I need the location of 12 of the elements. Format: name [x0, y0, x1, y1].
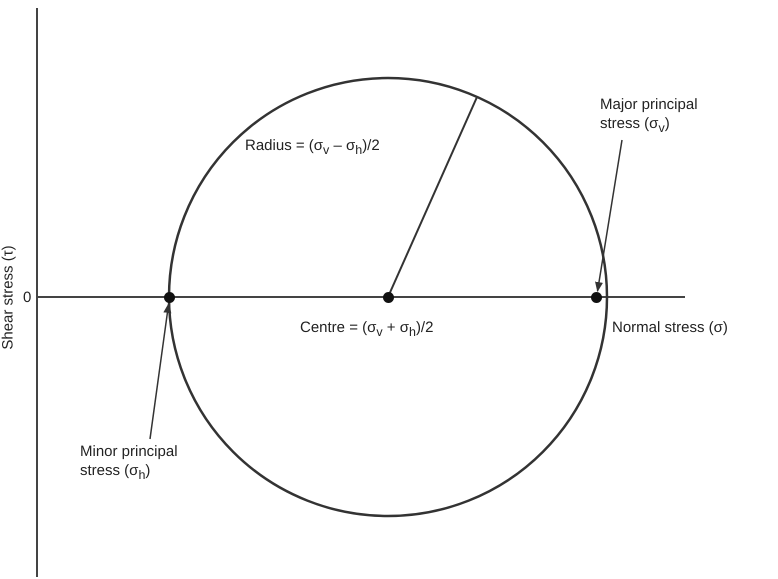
formula-label: Centre = (σ$_{v}$ + σ$_{h}$)/2: [300, 318, 434, 341]
axis-title: Shear stress (τ): [0, 244, 18, 352]
formula-label: Radius = (σ$_{v}$ – σ$_{h}$)/2: [245, 136, 380, 159]
point-marker: [591, 292, 602, 303]
callout-text: Major principal stress (σ$_{v}$): [600, 95, 699, 137]
leader-arrow: [149, 302, 172, 440]
callout-text: Minor principal stress (σ$_{h}$): [80, 442, 179, 484]
point-marker: [164, 292, 175, 303]
axis-title: Normal stress (σ): [612, 318, 728, 337]
point-marker: [383, 292, 394, 303]
tick-label: 0: [23, 288, 32, 307]
leader-arrow: [595, 140, 623, 292]
